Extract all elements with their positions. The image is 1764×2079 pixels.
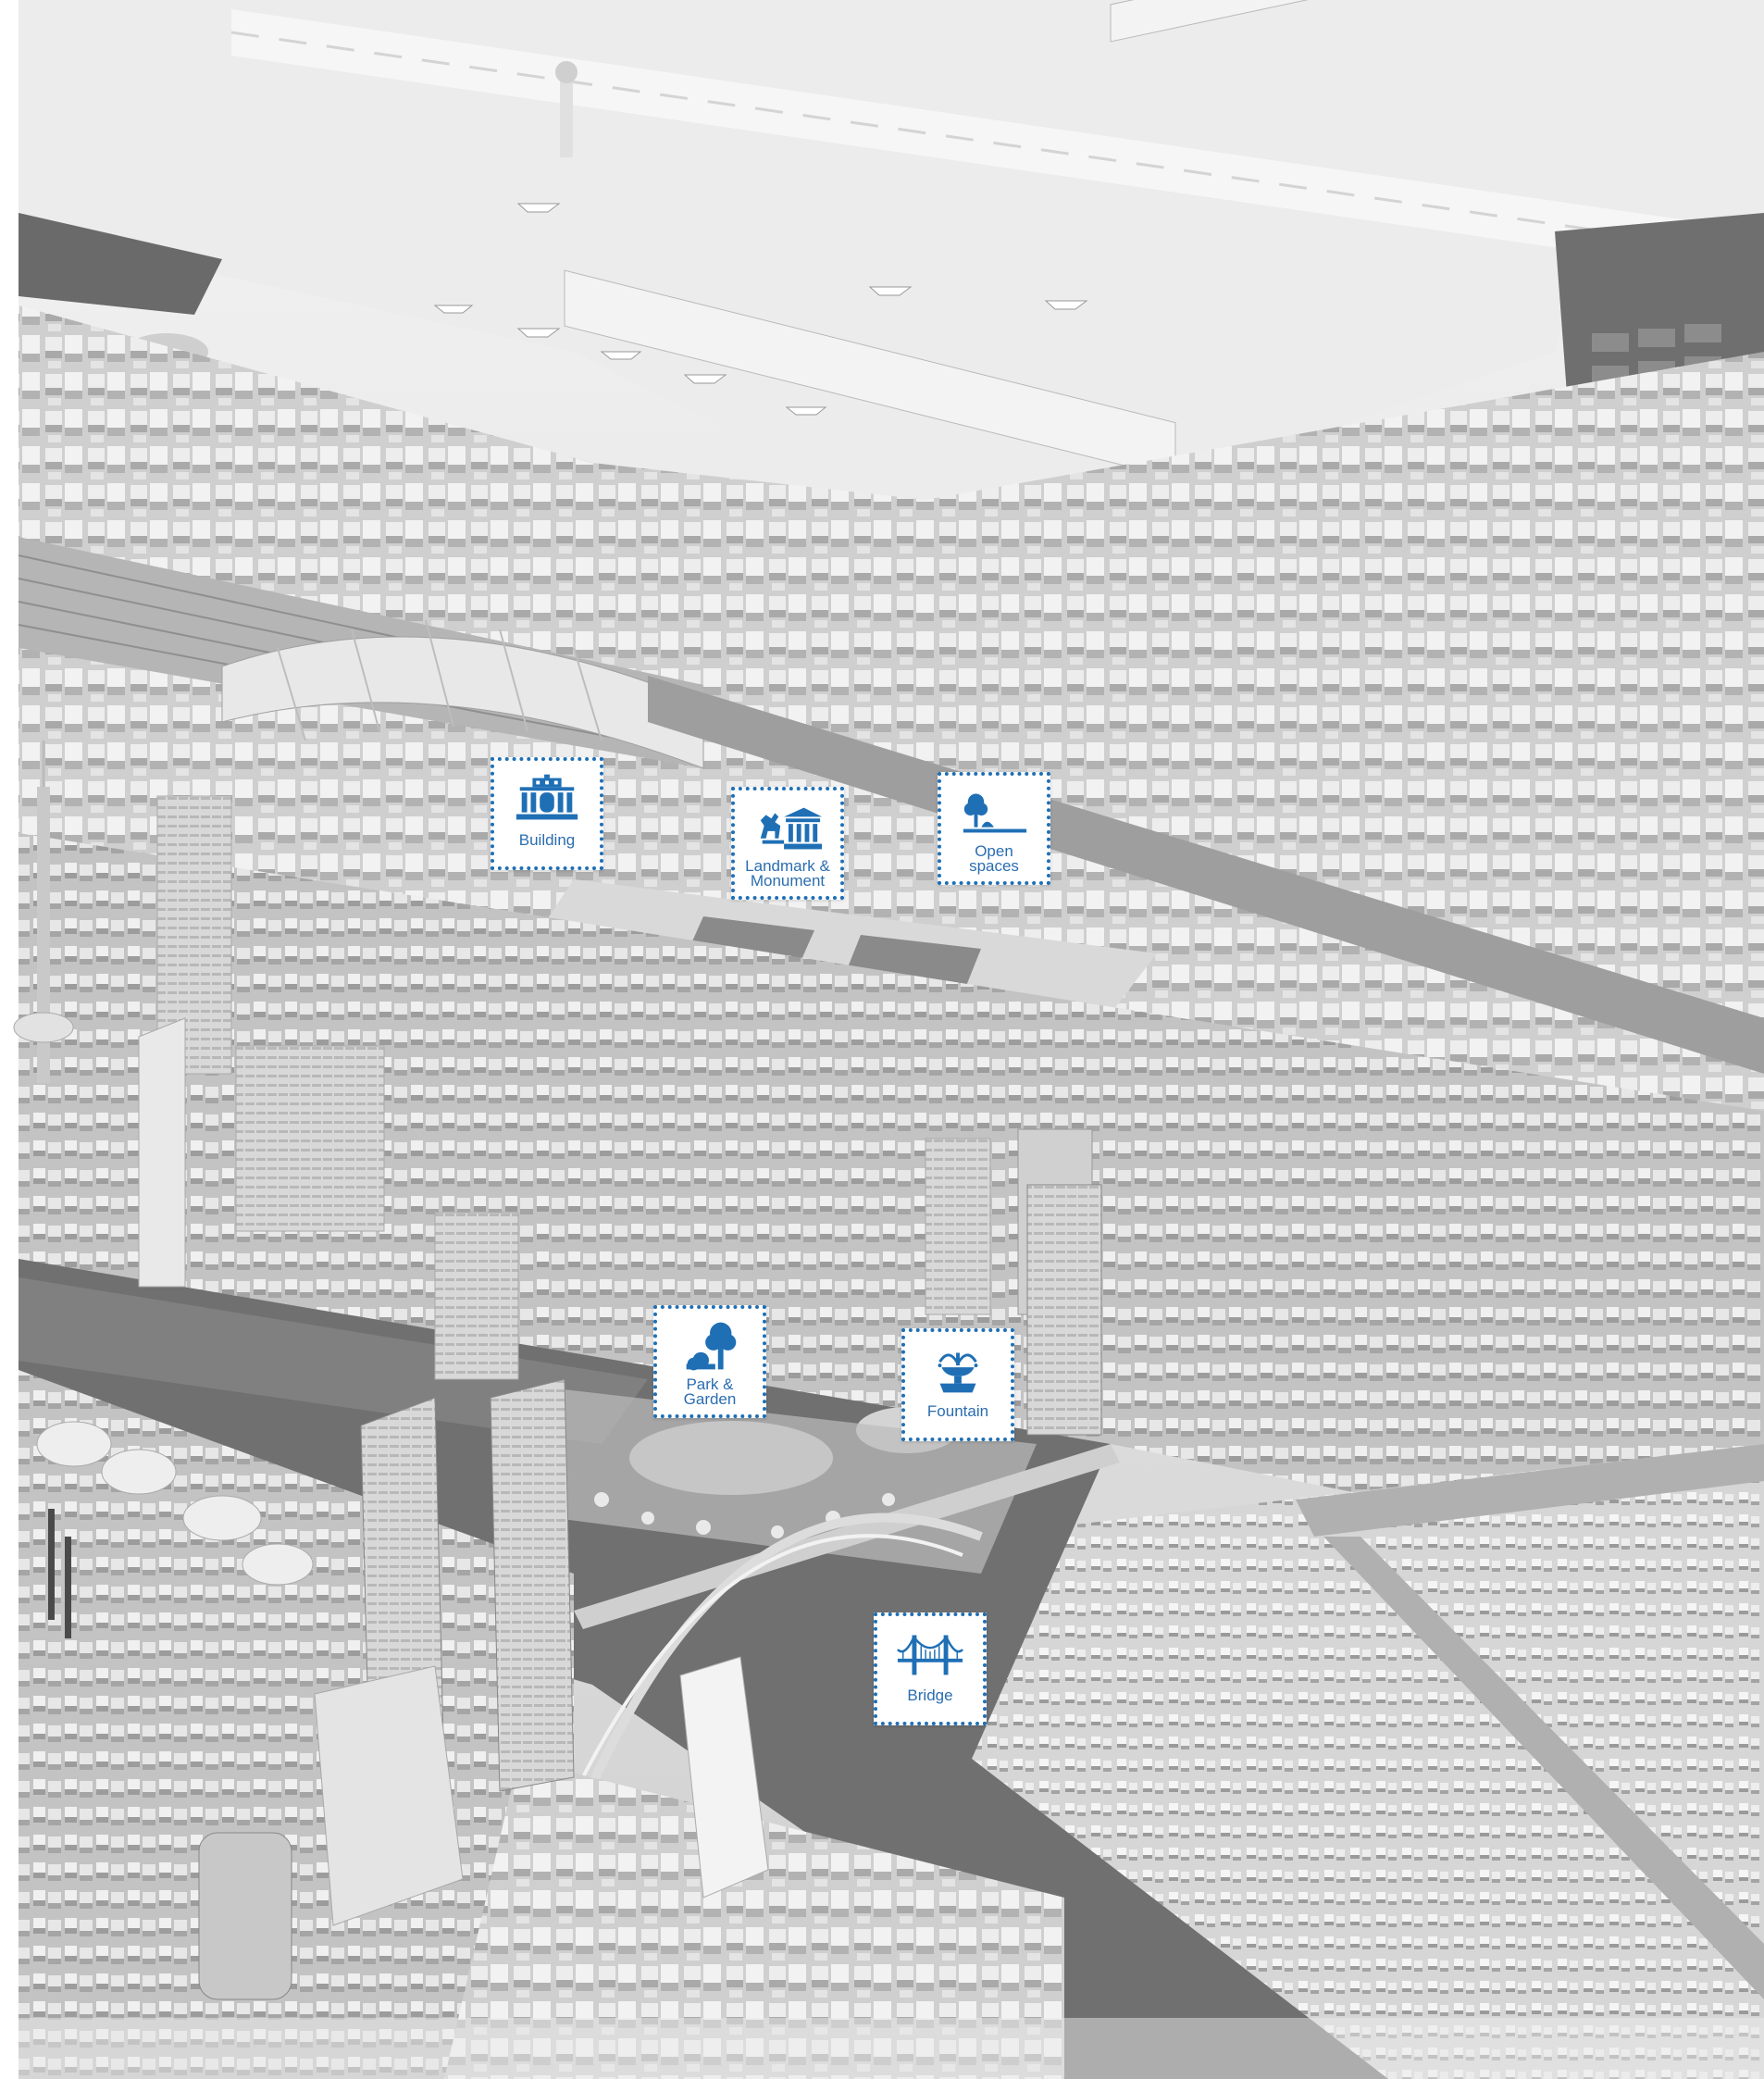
bridge-marker[interactable]: Bridge: [874, 1612, 987, 1725]
bridge-label: Bridge: [907, 1687, 953, 1704]
landmark-monument-marker[interactable]: Landmark & Monument: [731, 787, 844, 900]
park-garden-label: Park & Garden: [683, 1376, 737, 1408]
fountain-icon: [938, 1352, 978, 1393]
fountain-label: Fountain: [926, 1402, 989, 1420]
building-marker[interactable]: Building: [491, 757, 603, 870]
fountain-marker[interactable]: Fountain: [901, 1328, 1014, 1441]
park-garden-icon: [686, 1322, 737, 1371]
open-spaces-icon: [963, 793, 1027, 833]
open-spaces-marker[interactable]: Open spaces: [938, 772, 1050, 885]
open-spaces-label: Open spaces: [969, 842, 1019, 875]
building-label: Building: [518, 831, 576, 849]
bridge-icon: [897, 1635, 963, 1675]
building-icon: [516, 774, 578, 820]
landmark-monument-icon: [760, 807, 823, 850]
landmark-monument-label: Landmark & Monument: [745, 857, 830, 890]
park-garden-marker[interactable]: Park & Garden: [653, 1305, 766, 1418]
